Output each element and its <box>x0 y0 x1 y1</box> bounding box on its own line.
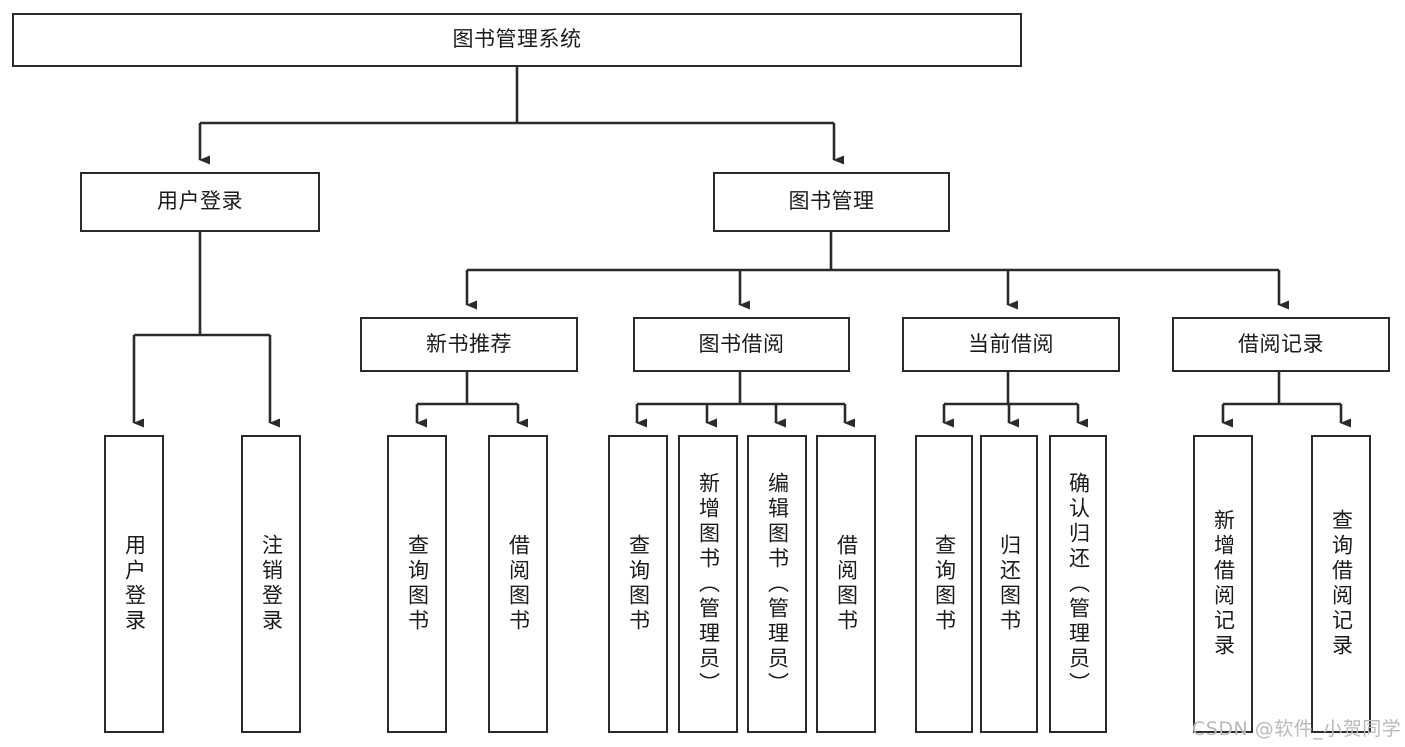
node-user-login-label: 用户登录 <box>157 189 243 214</box>
node-root[interactable]: 图书管理系统 <box>12 13 1022 67</box>
node-leaf-add-borrow-record[interactable]: 新增借阅记录 <box>1193 435 1253 733</box>
node-new-book-recommend[interactable]: 新书推荐 <box>360 317 578 372</box>
node-book-borrow-label: 图书借阅 <box>698 331 785 356</box>
node-leaf-edit-book[interactable]: 编辑图书（管理员） <box>747 435 807 733</box>
node-book-borrow[interactable]: 图书借阅 <box>633 317 850 372</box>
node-leaf-query-book-3[interactable]: 查询图书 <box>915 435 973 733</box>
node-leaf-query-book-1[interactable]: 查询图书 <box>387 435 447 733</box>
node-root-label: 图书管理系统 <box>452 27 582 52</box>
node-leaf-user-login[interactable]: 用户登录 <box>104 435 164 733</box>
node-leaf-add-borrow-record-label: 新增借阅记录 <box>1211 509 1236 659</box>
node-leaf-logout-login[interactable]: 注销登录 <box>241 435 301 733</box>
node-leaf-confirm-return-label: 确认归还（管理员） <box>1066 471 1091 697</box>
node-book-manage-label: 图书管理 <box>788 189 875 214</box>
node-current-borrow-label: 当前借阅 <box>968 331 1054 356</box>
node-new-book-recommend-label: 新书推荐 <box>426 331 512 356</box>
node-leaf-edit-book-label: 编辑图书（管理员） <box>765 471 790 697</box>
node-leaf-borrow-book-2-label: 借阅图书 <box>834 534 859 634</box>
node-leaf-user-login-label: 用户登录 <box>122 534 147 634</box>
node-leaf-confirm-return[interactable]: 确认归还（管理员） <box>1049 435 1107 733</box>
node-leaf-query-book-2-label: 查询图书 <box>626 534 651 634</box>
node-book-manage[interactable]: 图书管理 <box>713 172 950 232</box>
node-leaf-borrow-book-1-label: 借阅图书 <box>506 534 531 634</box>
node-leaf-query-borrow-record-label: 查询借阅记录 <box>1329 509 1354 659</box>
node-borrow-record[interactable]: 借阅记录 <box>1172 317 1390 372</box>
node-leaf-query-book-2[interactable]: 查询图书 <box>608 435 668 733</box>
node-leaf-borrow-book-1[interactable]: 借阅图书 <box>488 435 548 733</box>
node-leaf-add-book[interactable]: 新增图书（管理员） <box>678 435 738 733</box>
node-leaf-query-borrow-record[interactable]: 查询借阅记录 <box>1311 435 1371 733</box>
node-leaf-query-book-1-label: 查询图书 <box>405 534 430 634</box>
node-leaf-borrow-book-2[interactable]: 借阅图书 <box>816 435 876 733</box>
node-borrow-record-label: 借阅记录 <box>1238 331 1324 356</box>
node-leaf-return-book-label: 归还图书 <box>997 534 1022 634</box>
node-leaf-query-book-3-label: 查询图书 <box>932 534 957 634</box>
node-leaf-return-book[interactable]: 归还图书 <box>980 435 1038 733</box>
node-user-login[interactable]: 用户登录 <box>80 172 320 232</box>
node-leaf-logout-login-label: 注销登录 <box>259 534 284 634</box>
node-leaf-add-book-label: 新增图书（管理员） <box>696 471 721 697</box>
node-current-borrow[interactable]: 当前借阅 <box>902 317 1120 372</box>
